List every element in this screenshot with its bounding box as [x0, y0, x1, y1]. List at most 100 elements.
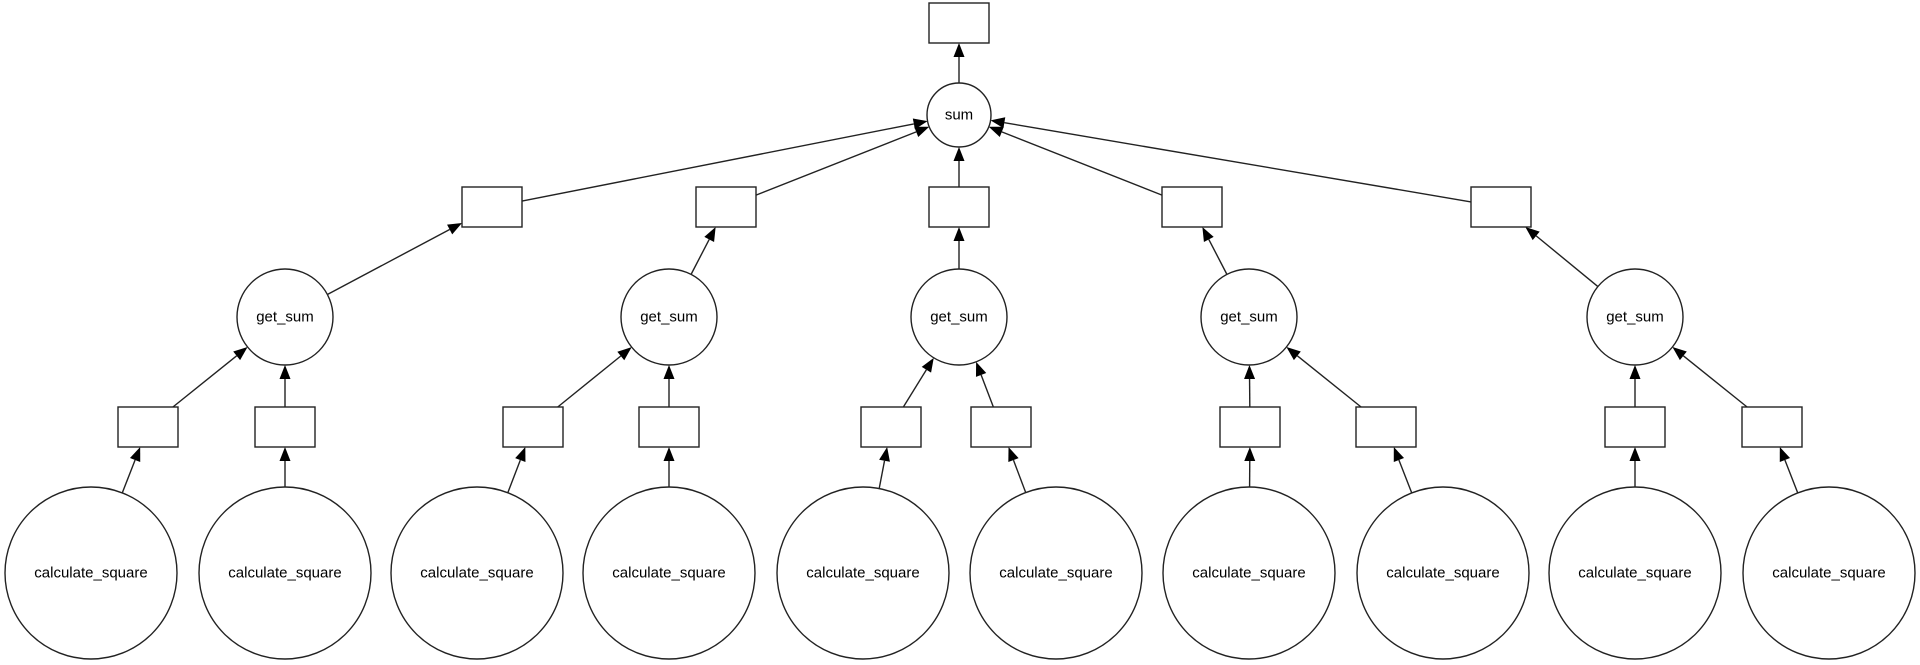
task-node-label: calculate_square: [806, 565, 919, 582]
edge-line: [1004, 122, 1472, 203]
edge-value-to-get-sum: [1629, 365, 1641, 407]
data-node-box: [502, 406, 564, 448]
arrow-head-icon: [1008, 447, 1019, 463]
data-node-box: [117, 406, 179, 448]
value-node: [860, 406, 922, 448]
arrow-head-icon: [447, 222, 462, 235]
group-output-node: [461, 186, 523, 228]
data-node-box: [695, 186, 757, 228]
arrow-head-icon: [279, 365, 291, 379]
arrow-head-icon: [515, 447, 526, 463]
edge-line: [1682, 355, 1748, 408]
arrow-head-icon: [1779, 447, 1791, 463]
data-node-box: [1219, 406, 1281, 448]
arrow-head-icon: [129, 447, 141, 463]
task-node-label: calculate_square: [1578, 565, 1691, 582]
task-node-label: get_sum: [256, 309, 314, 326]
edge-value-to-get-sum: [279, 365, 291, 407]
edge-line: [327, 228, 450, 296]
edge-output-to-sum: [755, 126, 930, 196]
calculate-square-node: calculate_square: [969, 486, 1143, 660]
edge-get-sum-to-output: [1202, 227, 1228, 275]
task-node-label: get_sum: [930, 309, 988, 326]
edge-line: [521, 123, 915, 202]
arrow-head-icon: [988, 126, 1004, 138]
edge-line: [1001, 131, 1163, 196]
arrow-head-icon: [663, 365, 675, 379]
edge-get-sum-to-output: [1525, 227, 1599, 288]
task-node-label: get_sum: [1606, 309, 1664, 326]
edge-task-to-value: [663, 447, 675, 487]
edge-value-to-get-sum: [1244, 364, 1256, 408]
arrow-head-icon: [1629, 365, 1641, 379]
get-sum-node: get_sum: [910, 268, 1008, 366]
task-node-label: calculate_square: [999, 565, 1112, 582]
arrow-head-icon: [279, 447, 291, 461]
graph-nodes: sum get_sum calculate_square calculate_squa…: [4, 2, 1916, 660]
edge-output-to-sum: [990, 117, 1472, 203]
final-output-node: [928, 2, 990, 44]
value-node: [1355, 406, 1417, 448]
edge-task-to-value: [1393, 447, 1413, 494]
calculate-square-node: calculate_square: [390, 486, 564, 660]
arrow-head-icon: [975, 361, 987, 377]
edge-get-sum-to-output: [690, 227, 716, 275]
arrow-head-icon: [914, 126, 930, 138]
arrow-head-icon: [1672, 347, 1687, 361]
data-node-box: [461, 186, 523, 228]
data-node-box: [1741, 406, 1803, 448]
data-node-box: [638, 406, 700, 448]
arrow-head-icon: [921, 357, 934, 373]
task-node-circle: [198, 486, 372, 660]
calculate-square-node: calculate_square: [198, 486, 372, 660]
arrow-head-icon: [990, 117, 1006, 129]
edge-sum-to-output: [953, 43, 965, 83]
task-node-circle: [926, 82, 992, 148]
task-node-label: calculate_square: [228, 565, 341, 582]
arrow-head-icon: [233, 347, 248, 361]
edge-task-to-value: [878, 447, 890, 489]
graph-edges: [121, 43, 1799, 494]
data-node-box: [1470, 186, 1532, 228]
arrow-head-icon: [1525, 227, 1540, 241]
group-output-node: [695, 186, 757, 228]
arrow-head-icon: [663, 447, 675, 461]
edge-get-sum-to-output: [327, 222, 462, 296]
task-node-label: sum: [945, 107, 973, 124]
task-node-circle: [1742, 486, 1916, 660]
arrow-head-icon: [953, 227, 965, 241]
group-output-node: [928, 186, 990, 228]
task-node-circle: [582, 486, 756, 660]
task-node-circle: [1586, 268, 1684, 366]
arrow-head-icon: [1244, 364, 1256, 380]
edge-task-to-value: [279, 447, 291, 487]
edge-task-to-value: [1629, 447, 1641, 487]
edge-task-to-value: [1008, 447, 1027, 493]
edge-task-to-value: [1779, 447, 1799, 494]
edge-line: [1012, 459, 1027, 493]
edge-line: [121, 459, 136, 494]
arrow-head-icon: [953, 147, 965, 161]
task-node-label: get_sum: [640, 309, 698, 326]
task-node-circle: [910, 268, 1008, 366]
edge-line: [980, 374, 995, 408]
arrow-head-icon: [1244, 447, 1256, 462]
task-node-label: get_sum: [1220, 309, 1278, 326]
get-sum-node: get_sum: [1200, 268, 1298, 366]
arrow-head-icon: [1202, 227, 1214, 242]
get-sum-node: get_sum: [1586, 268, 1684, 366]
data-node-box: [970, 406, 1032, 448]
value-node: [502, 406, 564, 448]
task-node-label: calculate_square: [420, 565, 533, 582]
task-node-circle: [236, 268, 334, 366]
edge-task-to-value: [1244, 447, 1256, 488]
value-node: [117, 406, 179, 448]
edge-line: [755, 131, 917, 196]
value-node: [1741, 406, 1803, 448]
edge-line: [507, 459, 521, 493]
group-output-node: [1470, 186, 1532, 228]
data-node-box: [1604, 406, 1666, 448]
edge-value-to-get-sum: [1672, 347, 1748, 408]
task-node-circle: [969, 486, 1143, 660]
